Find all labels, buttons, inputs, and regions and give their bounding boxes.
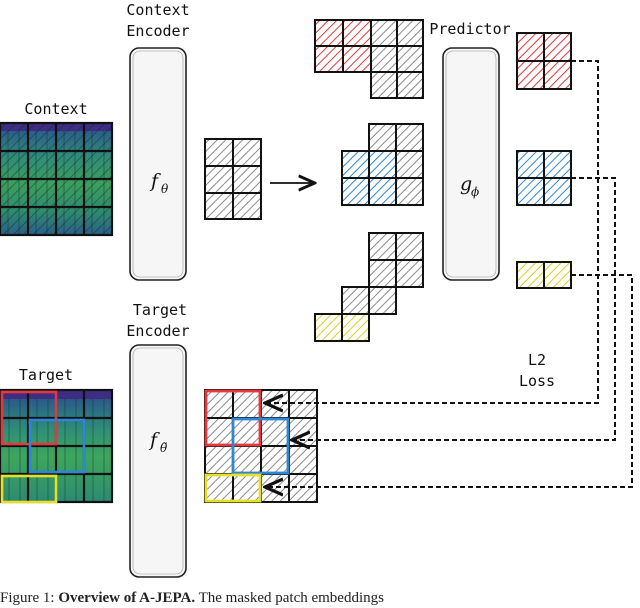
figure-caption: Figure 1: Overview of A-JEPA. The masked… xyxy=(0,589,640,608)
predicted-yellow-block xyxy=(516,261,572,289)
predictor-input-blue-group xyxy=(341,123,424,206)
jepa-diagram: Context Encoder Target Encoder Predictor… xyxy=(0,1,633,578)
target-blue-block xyxy=(28,418,86,474)
predictor-label: Predictor xyxy=(429,20,510,38)
context-encoder-subscript: θ xyxy=(161,182,169,196)
target-label: Target xyxy=(19,366,73,384)
target-emb-blue-block xyxy=(231,417,290,475)
context-encoder-box: f θ xyxy=(129,47,187,281)
target-yellow-block xyxy=(0,474,58,504)
context-spectrogram xyxy=(0,121,114,237)
target-encoder-label-line2: Encoder xyxy=(126,322,189,340)
loss-connectors xyxy=(267,60,633,487)
predictor-input-red-group xyxy=(314,19,424,99)
context-encoder-label-line1: Context xyxy=(126,1,189,19)
loss-label-line2: Loss xyxy=(519,372,555,390)
predictor-input-yellow-group xyxy=(314,232,424,342)
target-encoder-label-line1: Target xyxy=(133,301,187,319)
loss-label-line1: L2 xyxy=(528,351,546,369)
predictor-box: g ϕ xyxy=(442,47,500,281)
target-encoder-symbol: f xyxy=(148,429,160,451)
predicted-red-block xyxy=(516,32,572,90)
predictor-symbol: g xyxy=(460,173,472,195)
loss-connector-yellow xyxy=(267,274,633,487)
target-spectrogram xyxy=(0,388,114,504)
predicted-blue-block xyxy=(516,150,572,206)
context-label: Context xyxy=(24,100,87,118)
loss-connector-red xyxy=(267,60,599,403)
target-embeddings xyxy=(204,389,318,503)
context-embeddings xyxy=(204,138,262,220)
caption-prefix: Figure 1: xyxy=(0,590,55,606)
loss-connector-blue xyxy=(294,177,616,440)
target-emb-yellow-block xyxy=(204,473,262,503)
caption-bold: Overview of A-JEPA. xyxy=(58,590,196,606)
context-encoder-symbol: f xyxy=(149,170,161,192)
context-encoder-label-line2: Encoder xyxy=(126,22,189,40)
caption-rest: The masked patch embeddings xyxy=(198,590,384,606)
target-encoder-subscript: θ̃ xyxy=(160,441,168,455)
predictor-subscript: ϕ xyxy=(471,185,479,199)
target-encoder-box: f θ̃ xyxy=(129,344,187,578)
